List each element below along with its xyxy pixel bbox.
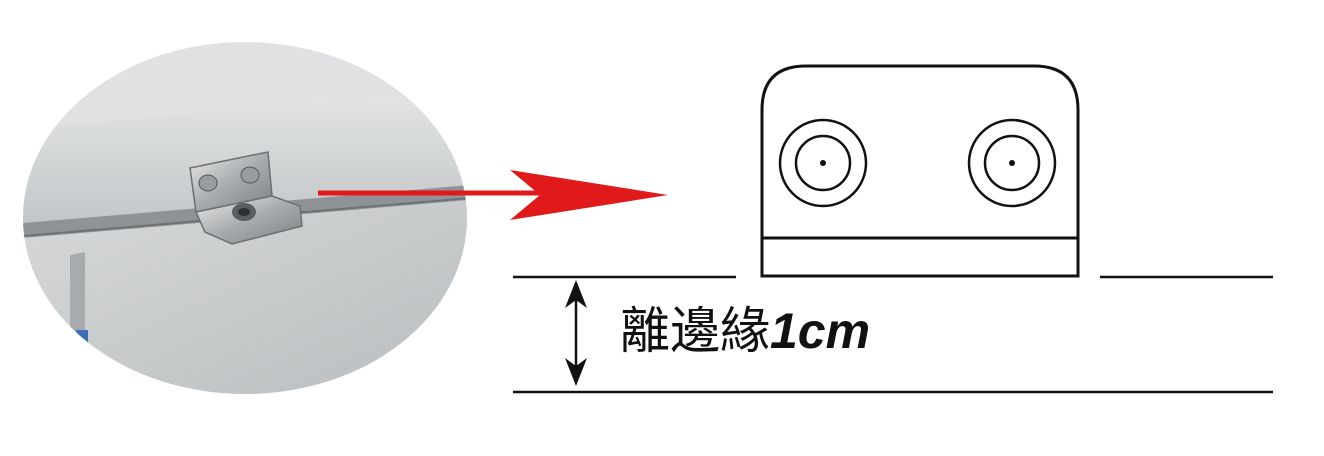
hinge-bracket — [189, 151, 303, 245]
distance-label-value: 1cm — [770, 303, 871, 359]
cabinet-photo — [23, 42, 467, 394]
hole-center-left — [820, 160, 826, 166]
double-headed-arrow-icon — [565, 280, 587, 386]
red-arrow-icon — [318, 170, 668, 220]
hole-center-right — [1009, 160, 1015, 166]
bracket-drawing — [760, 64, 1080, 278]
distance-label-text: 離邊緣 — [620, 302, 770, 360]
distance-label: 離邊緣1cm — [620, 296, 870, 366]
